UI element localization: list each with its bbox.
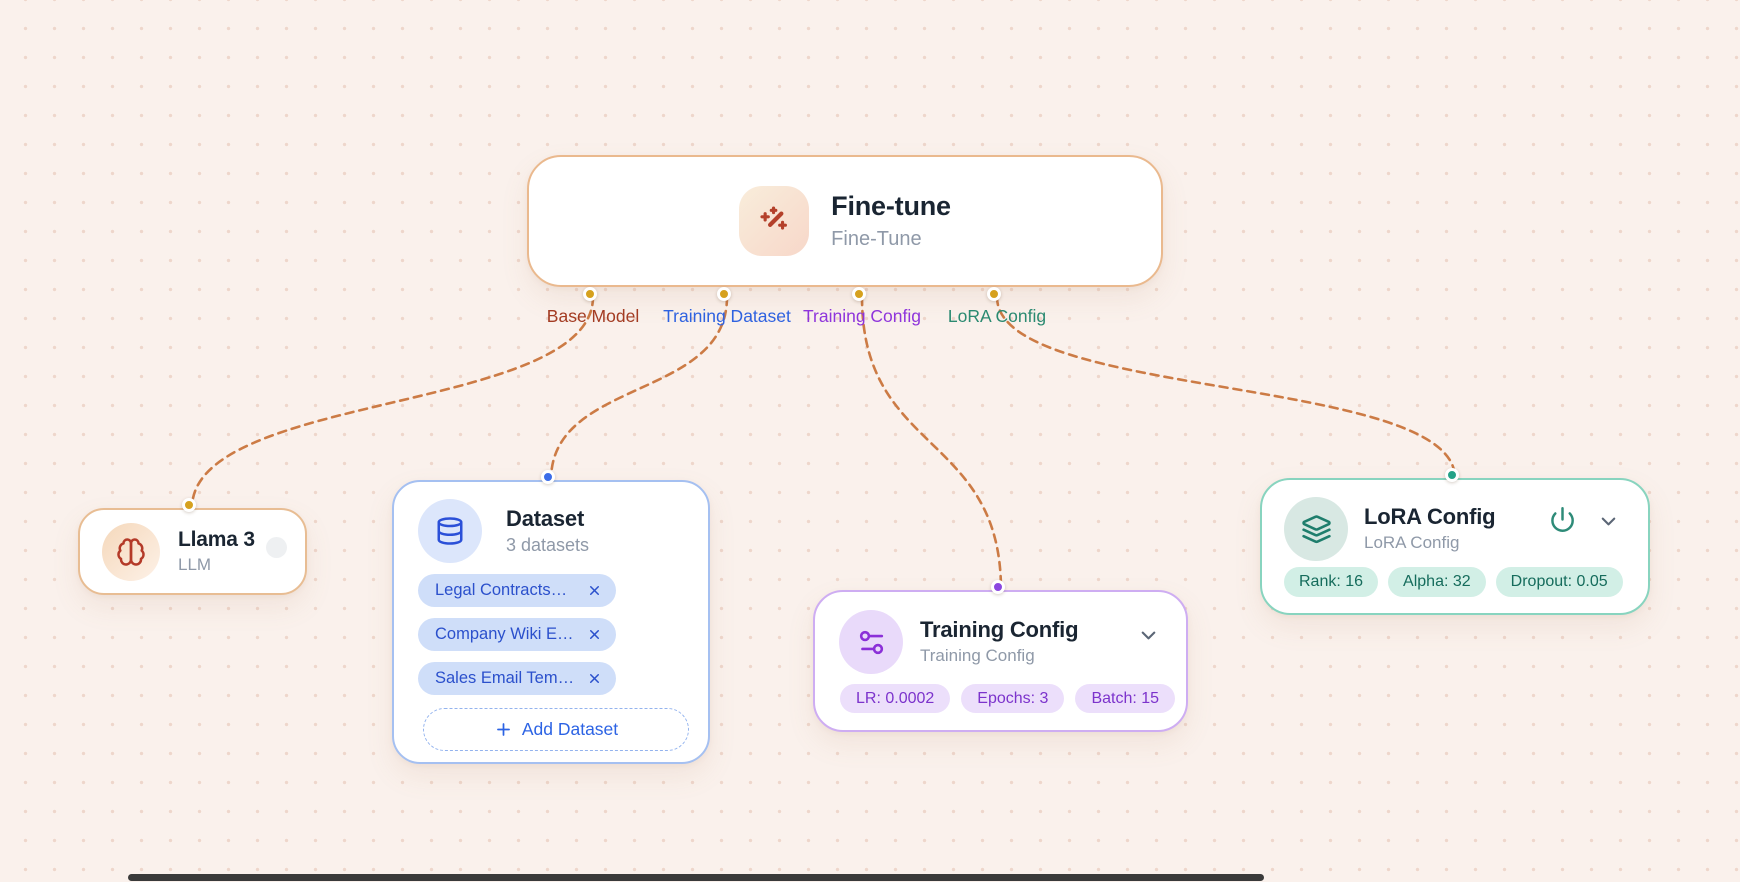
dataset-chip[interactable]: Company Wiki E… [418,618,616,651]
source-handle-base-model[interactable] [583,287,597,301]
training-param-chip: Batch: 15 [1075,684,1176,713]
port-label-lora-config: LoRA Config [947,306,1047,326]
edge-lora-config [995,295,1457,480]
dataset-chip-label: Sales Email Tem… [435,669,575,687]
lora-param-chip: Rank: 16 [1284,567,1379,597]
dataset-chip-label: Legal Contracts… [435,581,568,599]
wand-sparkles-icon [739,186,810,256]
target-handle-llama[interactable] [182,498,196,512]
source-handle-lora-config[interactable] [987,287,1001,301]
dataset-chip[interactable]: Legal Contracts… [418,574,616,607]
llama-node[interactable]: Llama 3 LLM [78,508,307,595]
node-title: Llama 3 [178,527,255,551]
layers-icon [1284,497,1348,561]
node-title: LoRA Config [1364,504,1496,530]
target-handle-training-config[interactable] [991,580,1005,594]
port-label-base-model: Base Model [546,306,640,326]
training-param-chip: Epochs: 3 [961,684,1065,713]
target-handle-dataset[interactable] [541,470,555,484]
source-handle-training-dataset[interactable] [717,287,731,301]
add-dataset-button[interactable]: Add Dataset [423,708,689,751]
remove-dataset-icon[interactable] [587,583,602,598]
dataset-chip-label: Company Wiki E… [435,625,574,643]
port-label-training-config: Training Config [802,306,922,326]
database-icon [418,499,482,563]
node-title: Training Config [920,617,1079,643]
power-icon[interactable] [1549,506,1576,538]
node-title: Fine-tune [831,191,951,222]
node-title: Dataset [506,505,585,531]
add-dataset-label: Add Dataset [521,719,619,739]
port-label-training-dataset: Training Dataset [663,306,791,326]
lora-param-chip: Dropout: 0.05 [1495,567,1623,597]
brain-icon [102,522,160,581]
dataset-chip[interactable]: Sales Email Tem… [418,662,616,695]
training-param-chip: LR: 0.0002 [840,684,951,713]
dataset-node[interactable]: Dataset 3 datasets Legal Contracts… Comp… [392,480,710,764]
sliders-icon [839,610,903,674]
remove-dataset-icon[interactable] [587,627,602,642]
remove-dataset-icon[interactable] [587,671,602,686]
target-handle-lora-config[interactable] [1445,468,1459,482]
fine-tune-node[interactable]: Fine-tune Fine-Tune [527,155,1163,287]
edge-training-config [860,295,1003,592]
node-subtitle: Fine-Tune [831,227,922,250]
chevron-down-icon[interactable] [1597,510,1620,538]
source-handle-training-config[interactable] [852,287,866,301]
horizontal-scrollbar[interactable] [128,874,1264,881]
edge-base-model [190,295,595,510]
node-subtitle: LoRA Config [1364,533,1460,553]
lora-param-chip: Alpha: 32 [1388,567,1486,597]
plus-icon [494,720,513,739]
node-subtitle: LLM [178,554,212,574]
chevron-down-icon[interactable] [1137,624,1160,652]
node-subtitle: Training Config [920,646,1035,666]
status-dot [266,537,287,558]
lora-config-node[interactable]: LoRA Config LoRA Config Rank: 16 Alpha: … [1260,478,1650,615]
node-subtitle: 3 datasets [506,534,590,555]
training-config-node[interactable]: Training Config Training Config LR: 0.00… [813,590,1188,732]
